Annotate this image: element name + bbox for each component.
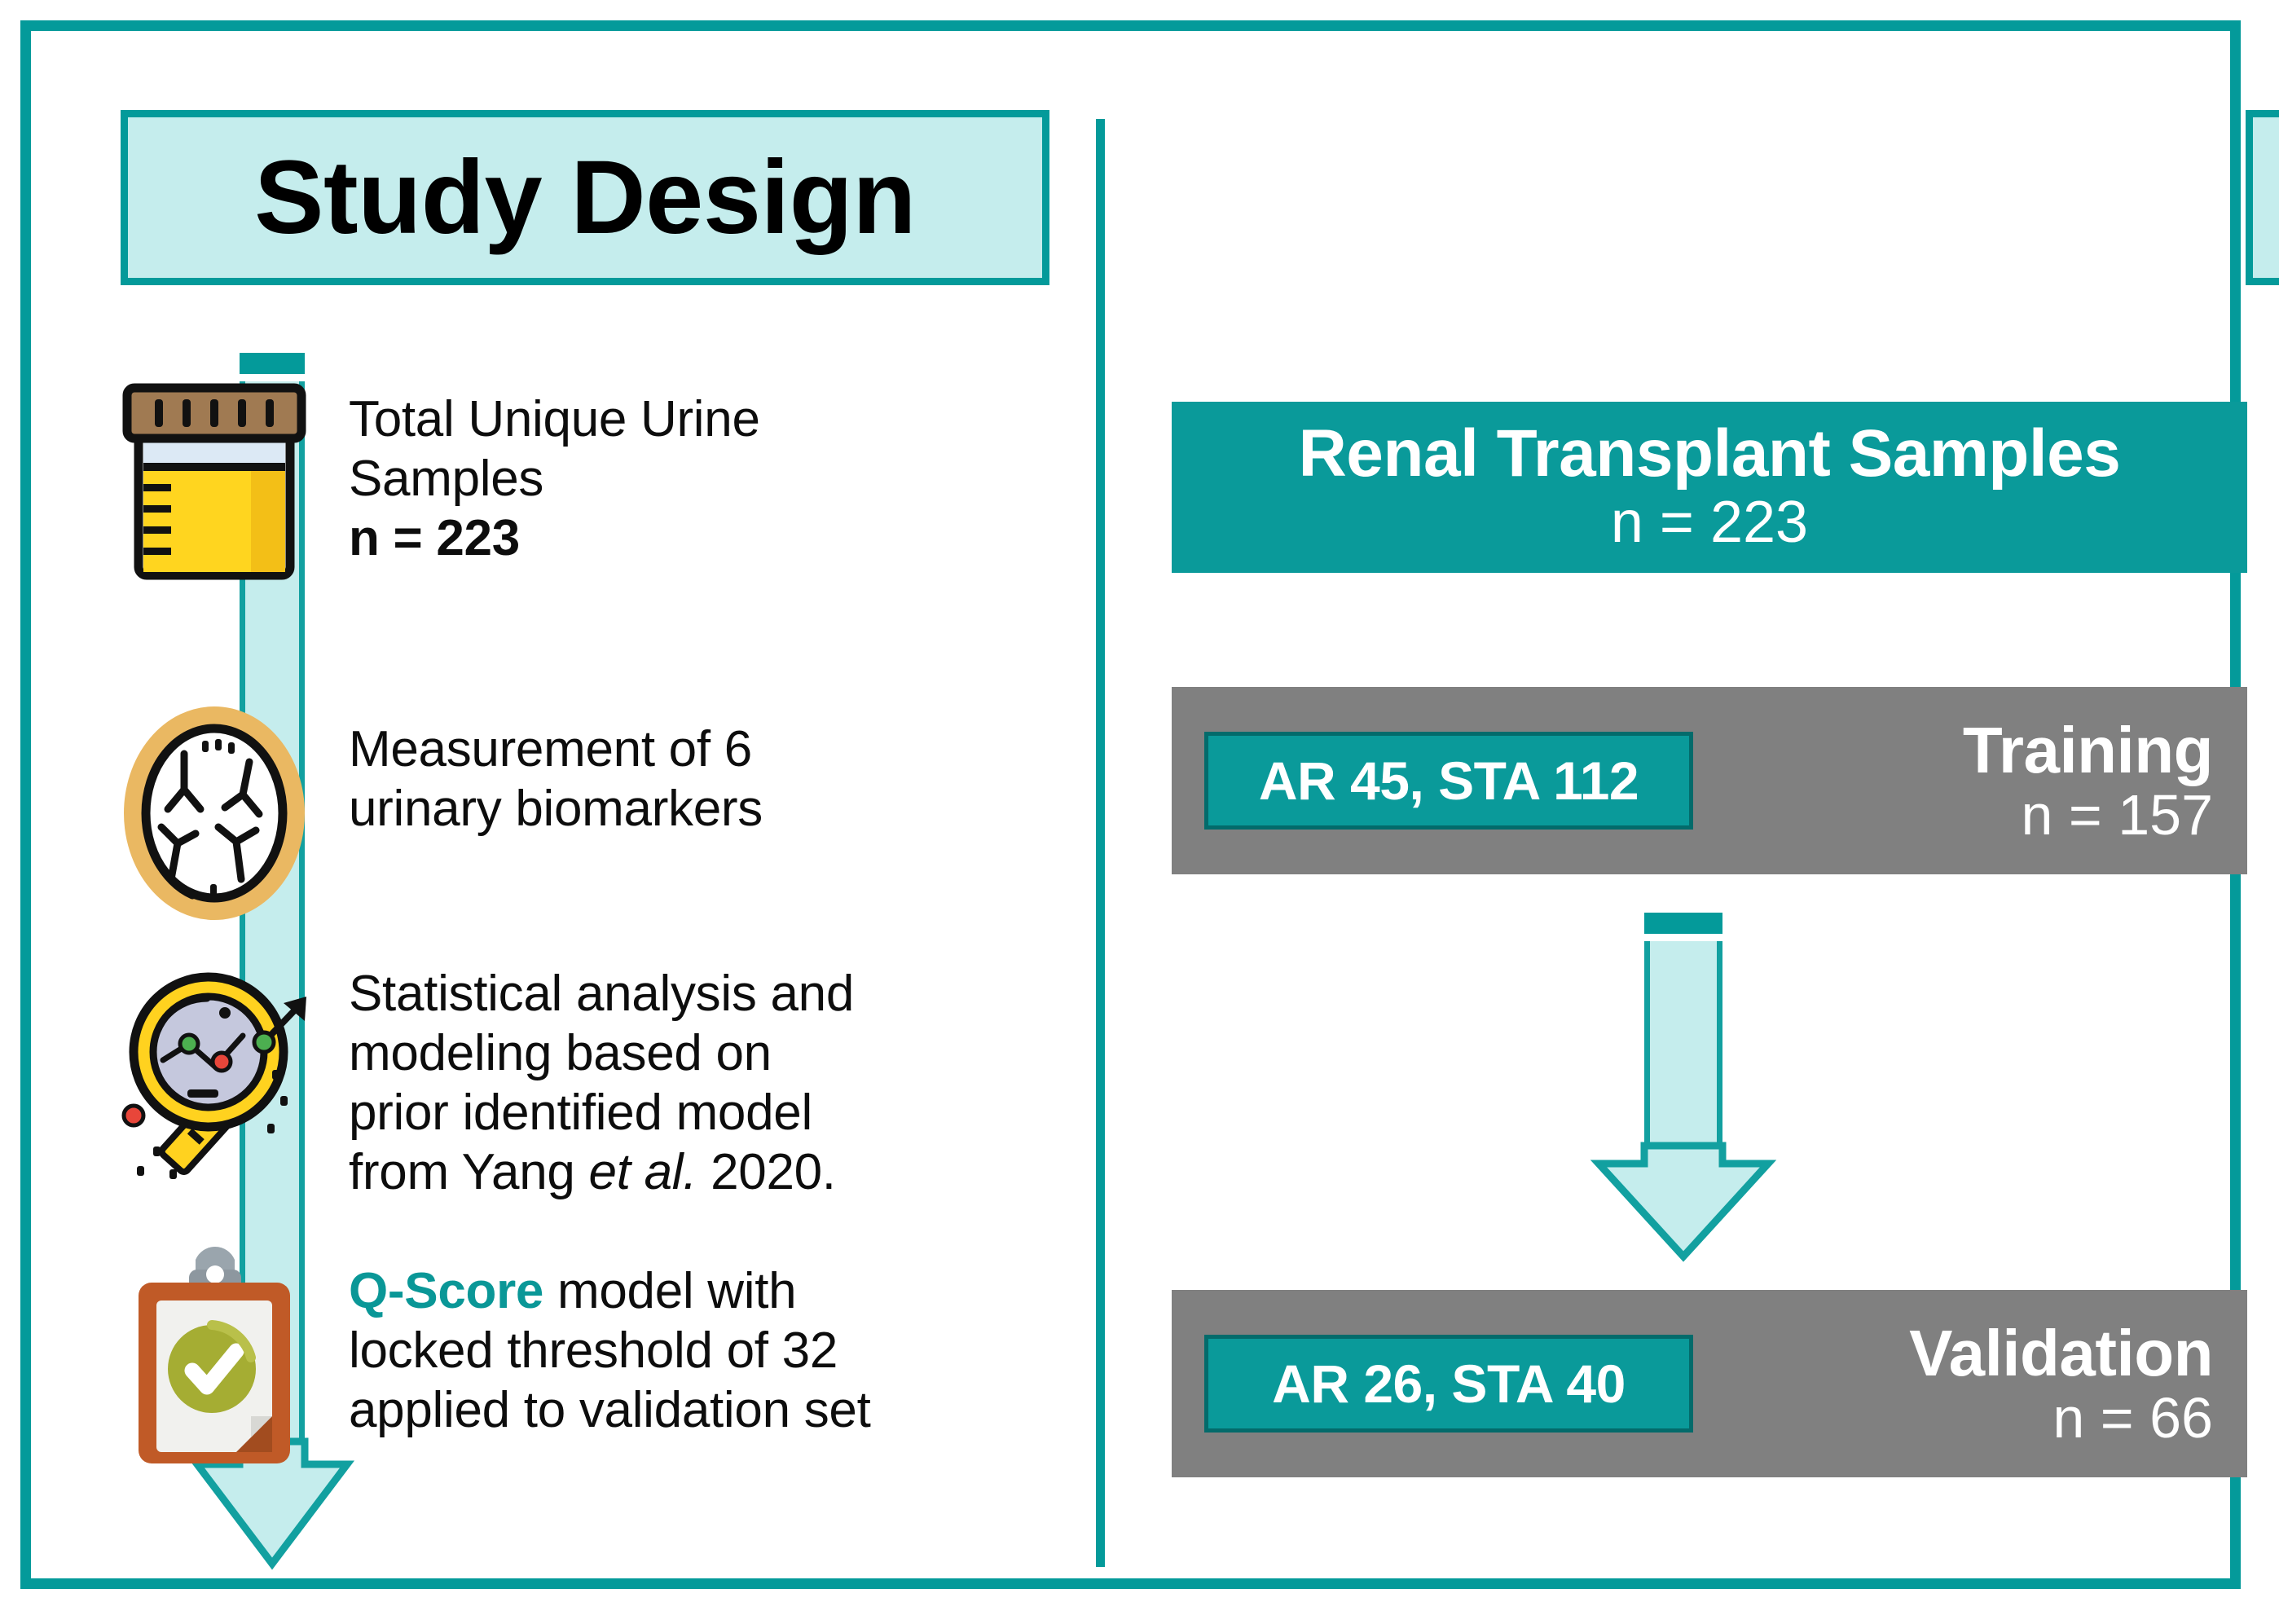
step-4-line-1: Q-Score model with xyxy=(349,1261,871,1321)
split-arrow-shaft xyxy=(1644,941,1722,1149)
step-1-line-2: Samples xyxy=(349,451,544,508)
urine-sample-cup-icon xyxy=(121,381,308,580)
step-1-count: n = 223 xyxy=(349,510,520,567)
step-3-citation-pre: from Yang xyxy=(349,1144,589,1201)
step-3-line-4: from Yang et al. 2020. xyxy=(349,1142,854,1202)
validation-cohort-box: AR 26, STA 40 Validation n = 66 xyxy=(1172,1290,2247,1477)
clipboard-check-icon xyxy=(121,1247,308,1463)
step-3-line-1: Statistical analysis and xyxy=(349,966,855,1022)
study-step-2-text: Measurement of 6 urinary biomarkers xyxy=(349,711,763,838)
step-3-line-2: modeling based on xyxy=(349,1025,772,1082)
training-label: Training xyxy=(1962,713,2214,786)
step-3-citation-post: 2020. xyxy=(697,1144,836,1201)
split-arrow-head xyxy=(1590,1142,1777,1262)
training-count: n = 157 xyxy=(2021,783,2214,847)
patient-cohorts-header: Patient Cohorts xyxy=(2246,110,2279,285)
split-arrow-cap xyxy=(1644,913,1722,934)
study-step-1-text: Total Unique Urine Samples n = 223 xyxy=(349,381,760,568)
step-4-line-2: locked threshold of 32 xyxy=(349,1323,838,1380)
patient-cohorts-panel: Patient Cohorts Renal Transplant Samples… xyxy=(1105,31,2279,1578)
validation-count: n = 66 xyxy=(2052,1386,2213,1450)
arrow-head xyxy=(189,1437,355,1570)
step-4-line-1-rest: model with xyxy=(543,1263,797,1319)
renal-transplant-samples-box: Renal Transplant Samples n = 223 xyxy=(1172,402,2247,573)
study-design-header: Study Design xyxy=(121,110,1049,285)
step-3-line-3: prior identified model xyxy=(349,1085,812,1142)
step-2-line-2: urinary biomarkers xyxy=(349,781,763,838)
training-cohort-box: AR 45, STA 112 Training n = 157 xyxy=(1172,687,2247,874)
cohort-split-arrow xyxy=(1590,913,1777,1262)
step-4-line-3: applied to validation set xyxy=(349,1382,871,1439)
validation-composition-chip: AR 26, STA 40 xyxy=(1204,1335,1693,1433)
column-divider xyxy=(1096,119,1105,1567)
figure-frame: Study Design xyxy=(20,20,2279,1589)
study-step-4-text: Q-Score model with locked threshold of 3… xyxy=(349,1253,871,1440)
validation-meta: Validation n = 66 xyxy=(1909,1316,2213,1450)
step-2-line-1: Measurement of 6 xyxy=(349,721,752,777)
study-design-title: Study Design xyxy=(254,139,916,256)
study-design-panel: Study Design xyxy=(31,31,1096,1578)
study-step-1: Total Unique Urine Samples n = 223 xyxy=(121,381,1066,580)
step-1-line-1: Total Unique Urine xyxy=(349,391,760,447)
split-arrow-cap-gap xyxy=(1648,934,1719,941)
arrow-cap-gap xyxy=(243,374,301,381)
validation-label: Validation xyxy=(1909,1316,2213,1389)
arrow-cap xyxy=(240,353,305,374)
study-step-3-text: Statistical analysis and modeling based … xyxy=(349,956,854,1203)
antibody-assay-icon xyxy=(121,706,308,920)
training-composition-chip: AR 45, STA 112 xyxy=(1204,732,1693,830)
study-step-3: Statistical analysis and modeling based … xyxy=(121,956,1066,1203)
renal-samples-title: Renal Transplant Samples xyxy=(1298,416,2121,491)
study-step-2: Measurement of 6 urinary biomarkers xyxy=(121,706,1066,920)
magnifying-glass-analysis-icon xyxy=(121,956,308,1179)
study-step-4: Q-Score model with locked threshold of 3… xyxy=(121,1247,1066,1463)
training-meta: Training n = 157 xyxy=(1962,713,2214,847)
q-score-highlight: Q-Score xyxy=(349,1263,544,1319)
step-3-citation-italic: et al. xyxy=(588,1144,697,1201)
renal-samples-count: n = 223 xyxy=(1610,490,1809,556)
